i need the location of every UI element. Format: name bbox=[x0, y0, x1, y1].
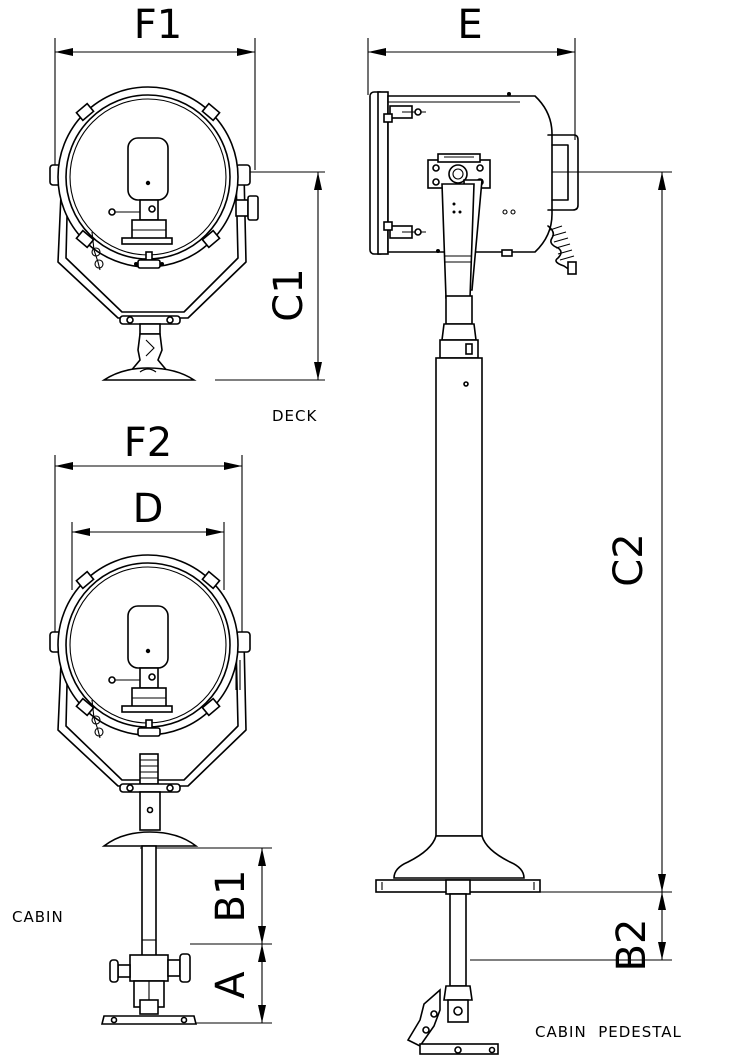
searchlight-front-view-deck bbox=[49, 86, 259, 381]
label-cabin-pedestal: CABIN PEDESTAL bbox=[535, 1023, 682, 1041]
searchlight-side-view bbox=[369, 91, 579, 1055]
label-b1: B1 bbox=[208, 870, 254, 923]
label-c1: C1 bbox=[266, 268, 312, 321]
label-b2: B2 bbox=[609, 919, 655, 972]
label-f2: F2 bbox=[124, 420, 172, 466]
label-e: E bbox=[457, 2, 482, 48]
label-d: D bbox=[133, 486, 164, 532]
label-c2: C2 bbox=[606, 533, 652, 586]
label-a: A bbox=[208, 971, 254, 999]
dimension-labels: F1 E C1 C2 F2 D B1 B2 A DECK CABIN CABIN… bbox=[12, 2, 682, 1041]
label-deck: DECK bbox=[272, 407, 318, 425]
dimension-lines bbox=[54, 38, 672, 1024]
label-f1: F1 bbox=[134, 2, 182, 48]
searchlight-front-view-cabin bbox=[49, 554, 251, 1025]
label-cabin: CABIN bbox=[12, 908, 64, 926]
